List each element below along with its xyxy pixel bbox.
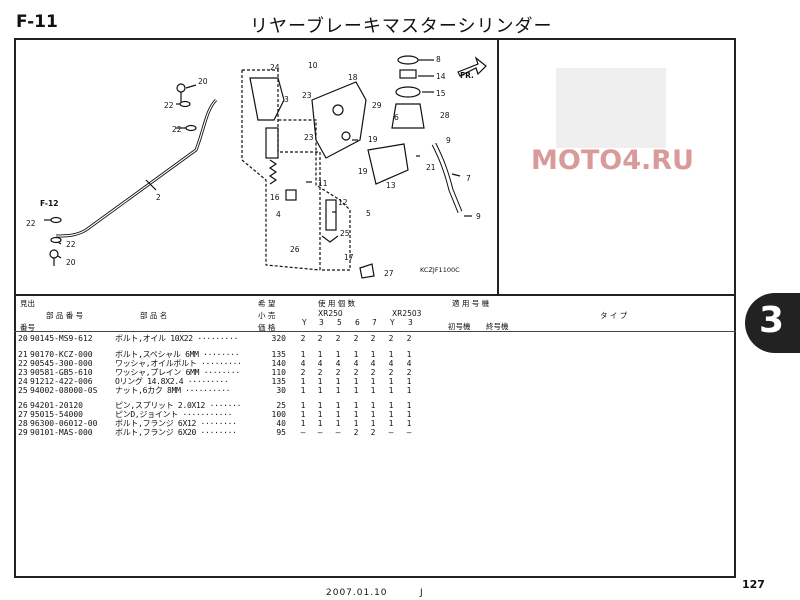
header-var-col: Y xyxy=(390,318,395,327)
header-var-col: 3 xyxy=(408,318,413,327)
frame-divider xyxy=(497,38,499,296)
header-model-b: XR2503 xyxy=(392,309,422,318)
callout: 26 xyxy=(290,245,300,254)
callout: 8 xyxy=(436,55,441,64)
watermark-rider-icon xyxy=(556,68,666,148)
callout: 15 xyxy=(436,89,446,98)
section-code: F-11 xyxy=(16,12,58,32)
callout: 23 xyxy=(302,91,312,100)
header-var-col: 6 xyxy=(355,318,360,327)
header-kakaku: 価 格 xyxy=(258,323,276,332)
callout: 9 xyxy=(476,212,481,221)
header-desc: 部 品 名 xyxy=(140,311,168,320)
header-type: タ イ プ xyxy=(600,311,628,320)
header-var-col: Y xyxy=(302,318,307,327)
header-usage: 使 用 個 数 xyxy=(318,299,356,308)
drawing-code: KCZJF1100C xyxy=(420,266,460,274)
callout: 6 xyxy=(394,113,399,122)
edition-letter: J xyxy=(420,588,423,598)
callout: 20 xyxy=(66,258,76,267)
exploded-parts-diagram: 20 22 22 2 22 22 20 24 10 3 23 23 11 16 … xyxy=(26,55,487,279)
header-kibou: 希 望 xyxy=(258,299,276,308)
callout: 13 xyxy=(386,181,396,190)
diagram-frame xyxy=(14,38,736,296)
callout: 22 xyxy=(26,219,36,228)
page-title: リヤーブレーキマスターシリンダー xyxy=(250,16,553,37)
watermark-text: MOTO4.RU xyxy=(531,145,694,176)
header-var-col: 5 xyxy=(337,318,342,327)
header-var-col: 3 xyxy=(319,318,324,327)
callout: 7 xyxy=(466,174,471,183)
callout: 22 xyxy=(172,125,182,134)
chapter-tab xyxy=(745,293,800,353)
chapter-number: 3 xyxy=(759,300,785,341)
header-kouri: 小 売 xyxy=(258,311,276,320)
callout: 11 xyxy=(318,179,328,188)
page-number: 127 xyxy=(742,578,765,591)
callout: 14 xyxy=(436,72,446,81)
ref-figure-label: F-12 xyxy=(40,199,58,208)
callout: 22 xyxy=(66,240,76,249)
callout: 3 xyxy=(284,95,289,104)
header-var-col: 7 xyxy=(372,318,377,327)
header-mitsuki: 見出 xyxy=(20,299,35,308)
callout: 27 xyxy=(384,269,394,278)
callout: 21 xyxy=(426,163,436,172)
header-bangou: 番号 xyxy=(20,323,35,332)
header-tekiyou: 適 用 号 機 xyxy=(452,299,490,308)
header-last: 終号機 xyxy=(486,322,509,331)
callout: 5 xyxy=(366,209,371,218)
callout: 28 xyxy=(440,111,450,120)
callout: 29 xyxy=(372,101,382,110)
callout: 9 xyxy=(446,136,451,145)
callout: 25 xyxy=(340,229,350,238)
callout: 19 xyxy=(358,167,368,176)
callout: 4 xyxy=(276,210,281,219)
callout: 2 xyxy=(156,193,161,202)
callout: 23 xyxy=(304,133,314,142)
header-model-a: XR250 xyxy=(318,309,343,318)
header-separator xyxy=(14,331,736,332)
callout: 24 xyxy=(270,63,280,72)
callout: 19 xyxy=(368,135,378,144)
header-part-no: 部 品 番 号 xyxy=(46,311,84,320)
callout: 20 xyxy=(198,77,208,86)
print-date: 2007.01.10 xyxy=(326,588,388,598)
callout: 16 xyxy=(270,193,280,202)
table-frame xyxy=(14,296,736,578)
callout: 18 xyxy=(348,73,358,82)
callout: 17 xyxy=(344,253,354,262)
header-first: 初号機 xyxy=(448,322,471,331)
callout: 12 xyxy=(338,198,348,207)
callout: 10 xyxy=(308,61,318,70)
callout: 22 xyxy=(164,101,174,110)
direction-label: FR. xyxy=(460,71,474,80)
